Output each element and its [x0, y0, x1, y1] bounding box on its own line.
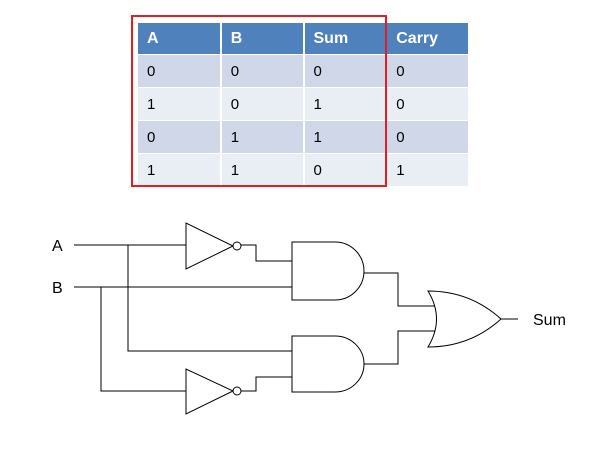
- wire-upper-and-out: [363, 272, 436, 307]
- input-a-label: A: [52, 238, 63, 255]
- upper-and-gate: [291, 241, 365, 301]
- cell-a: 1: [138, 87, 222, 121]
- header-carry: Carry: [386, 23, 470, 55]
- highlight-box: [131, 15, 387, 187]
- or-gate: [427, 290, 502, 348]
- cell-a: 0: [138, 120, 222, 154]
- table-row: 1 1 0 1: [138, 153, 470, 186]
- cell-b: 1: [220, 120, 305, 154]
- cell-carry: 0: [386, 120, 470, 154]
- cell-sum: 0: [303, 153, 388, 186]
- cell-carry: 1: [386, 153, 470, 186]
- logic-circuit-diagram: A B Sum: [52, 222, 566, 415]
- lower-and-gate: [291, 335, 365, 393]
- cell-b: 0: [220, 54, 305, 88]
- header-b: B: [220, 23, 305, 55]
- table-row: 0 1 1 0: [138, 120, 470, 154]
- cell-b: 0: [220, 87, 305, 121]
- output-sum-label: Sum: [533, 312, 566, 329]
- cell-carry: 0: [386, 87, 470, 121]
- wire-b-to-lower-not: [100, 287, 186, 392]
- cell-a: 1: [138, 153, 222, 186]
- upper-not-gate: [185, 222, 235, 270]
- wire-upper-not-out: [241, 244, 292, 262]
- truth-table-header-row: A B Sum Carry: [138, 23, 470, 55]
- cell-b: 1: [220, 153, 305, 186]
- wire-lower-not-out: [241, 376, 292, 392]
- cell-carry: 0: [386, 54, 470, 88]
- cell-a: 0: [138, 54, 222, 88]
- header-a: A: [138, 23, 222, 55]
- lower-not-bubble: [232, 386, 242, 396]
- wire-a-to-lower-and: [127, 245, 292, 352]
- input-b-label: B: [52, 280, 63, 297]
- wire-lower-and-out: [363, 330, 436, 365]
- upper-not-bubble: [232, 241, 242, 251]
- cell-sum: 1: [303, 87, 388, 121]
- lower-not-gate: [185, 368, 235, 415]
- truth-table: A B Sum Carry 0 0 0 0 1 0 1 0 0 1 1 0 1 …: [138, 23, 470, 186]
- table-row: 1 0 1 0: [138, 87, 470, 121]
